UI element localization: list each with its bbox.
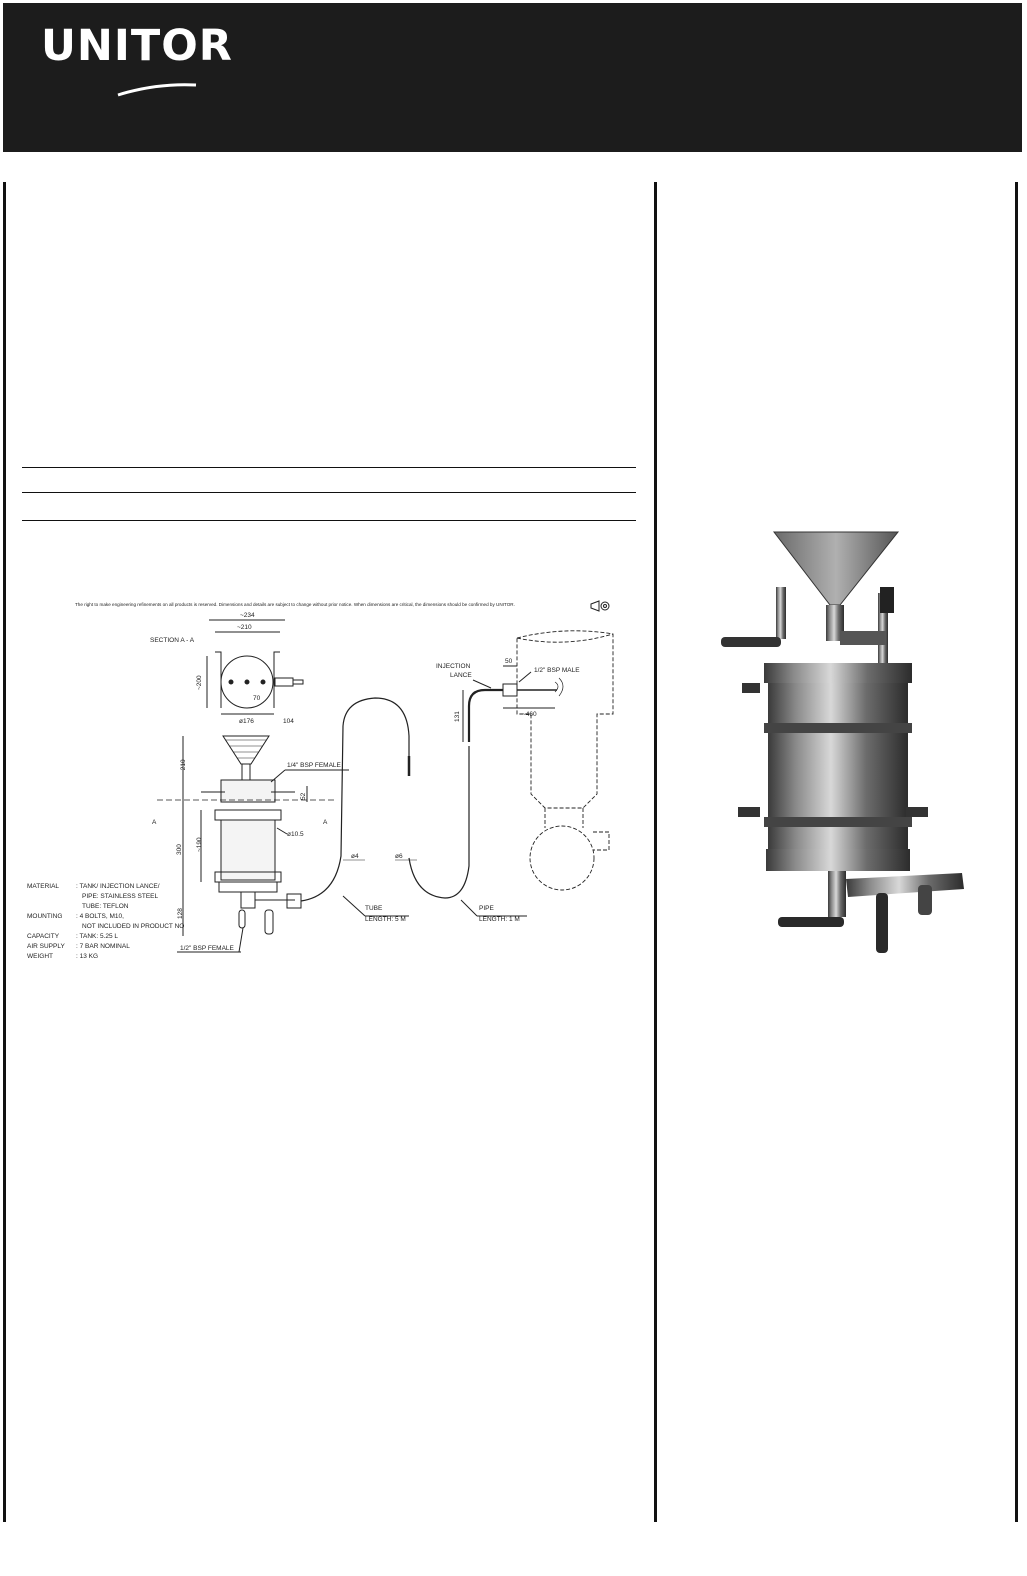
spec-value: TUBE: TEFLON: [82, 903, 129, 910]
spec-value: : TANK: 5.25 L: [76, 933, 118, 940]
svg-text:ø10.5: ø10.5: [287, 831, 304, 838]
svg-text:ø6: ø6: [395, 853, 403, 860]
spec-value: : 7 BAR NOMINAL: [76, 943, 130, 950]
svg-text:300: 300: [176, 844, 183, 855]
svg-text:128: 128: [177, 908, 184, 919]
svg-text:LANCE: LANCE: [450, 672, 472, 679]
svg-text:50: 50: [505, 658, 513, 665]
rule-3: [22, 520, 636, 521]
svg-text:ø4: ø4: [351, 853, 359, 860]
svg-text:131: 131: [454, 711, 461, 722]
column-divider: [654, 182, 657, 1522]
svg-text:1/2" BSP FEMALE: 1/2" BSP FEMALE: [180, 945, 235, 952]
spec-value: NOT INCLUDED IN PRODUCT NO: [82, 923, 184, 930]
spec-key: WEIGHT: [27, 953, 53, 960]
svg-text:~234: ~234: [240, 612, 255, 619]
svg-text:70: 70: [253, 695, 261, 702]
spec-value: : 4 BOLTS, M10,: [76, 913, 124, 920]
specs-block: MATERIAL : TANK/ INJECTION LANCE/PIPE: ST…: [27, 883, 184, 960]
svg-text:~210: ~210: [180, 759, 187, 774]
svg-text:LENGTH: 5 M: LENGTH: 5 M: [365, 916, 406, 923]
header-bar: UNITOR: [3, 3, 1022, 152]
svg-text:A: A: [152, 819, 157, 826]
svg-text:~200: ~200: [196, 675, 203, 690]
svg-text:1/4" BSP FEMALE: 1/4" BSP FEMALE: [287, 762, 342, 769]
svg-text:52: 52: [300, 792, 307, 800]
projection-symbol-icon: [590, 600, 610, 612]
svg-text:~210: ~210: [237, 624, 252, 631]
svg-text:TUBE: TUBE: [365, 905, 383, 912]
technical-drawing: The right to make engineering refinement…: [25, 596, 635, 980]
svg-text:~190: ~190: [196, 837, 203, 852]
unitor-logo: UNITOR: [41, 21, 233, 97]
svg-text:104: 104: [283, 718, 294, 725]
svg-text:A: A: [323, 819, 328, 826]
logo-text: UNITOR: [41, 21, 233, 71]
spec-value: : 13 KG: [76, 953, 98, 960]
right-border: [1015, 182, 1018, 1522]
svg-text:~460: ~460: [522, 711, 537, 718]
spec-key: MOUNTING: [27, 913, 62, 920]
svg-text:PIPE: PIPE: [479, 905, 494, 912]
svg-text:INJECTION: INJECTION: [436, 663, 471, 670]
section-label: SECTION A - A: [150, 637, 195, 644]
drawing-notice: The right to make engineering refinement…: [75, 602, 515, 607]
svg-text:1/2" BSP MALE: 1/2" BSP MALE: [534, 667, 580, 674]
spec-key: CAPACITY: [27, 933, 60, 940]
left-border: [3, 182, 6, 1522]
rule-2: [22, 492, 636, 493]
product-photo: [712, 527, 974, 957]
svg-text:ø176: ø176: [239, 718, 254, 725]
spec-value: : TANK/ INJECTION LANCE/: [76, 883, 160, 890]
rule-1: [22, 467, 636, 468]
logo-swoosh-icon: [117, 83, 197, 97]
spec-key: AIR SUPPLY: [27, 943, 65, 950]
spec-key: MATERIAL: [27, 883, 59, 890]
spec-value: PIPE: STAINLESS STEEL: [82, 893, 158, 900]
svg-text:LENGTH: 1 M: LENGTH: 1 M: [479, 916, 520, 923]
